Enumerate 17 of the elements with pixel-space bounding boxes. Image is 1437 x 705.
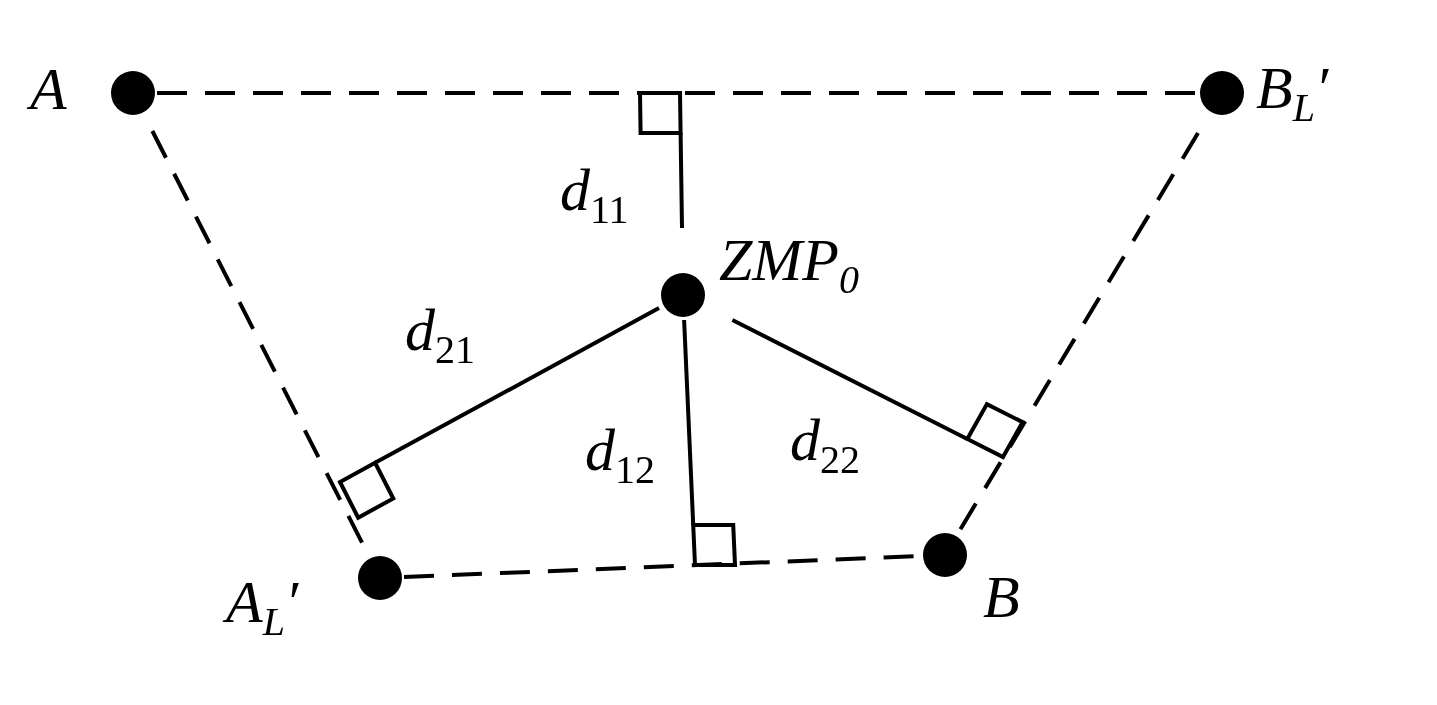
point-label: B$_{L}$′	[1256, 58, 1329, 128]
right-angle-mark	[691, 523, 738, 567]
perpendicular-line	[682, 319, 696, 526]
perpendicular-line	[731, 318, 969, 441]
edge-label: d$_{11}$	[560, 160, 629, 230]
perpendicular-line	[678, 132, 684, 229]
edge-label: d$_{21}$	[405, 300, 475, 370]
perpendicular-line	[374, 306, 660, 465]
right-angle-mark	[964, 401, 1026, 460]
edge-label: d$_{22}$	[790, 410, 860, 480]
dashed-line	[957, 132, 1200, 533]
edge-label: d$_{12}$	[585, 420, 655, 490]
point-label: B	[983, 567, 1020, 627]
dashed-line	[157, 91, 1198, 95]
point-label: ZMP$_{0}$	[719, 230, 859, 300]
right-angle-mark	[337, 460, 396, 521]
right-angle-mark	[637, 91, 683, 135]
